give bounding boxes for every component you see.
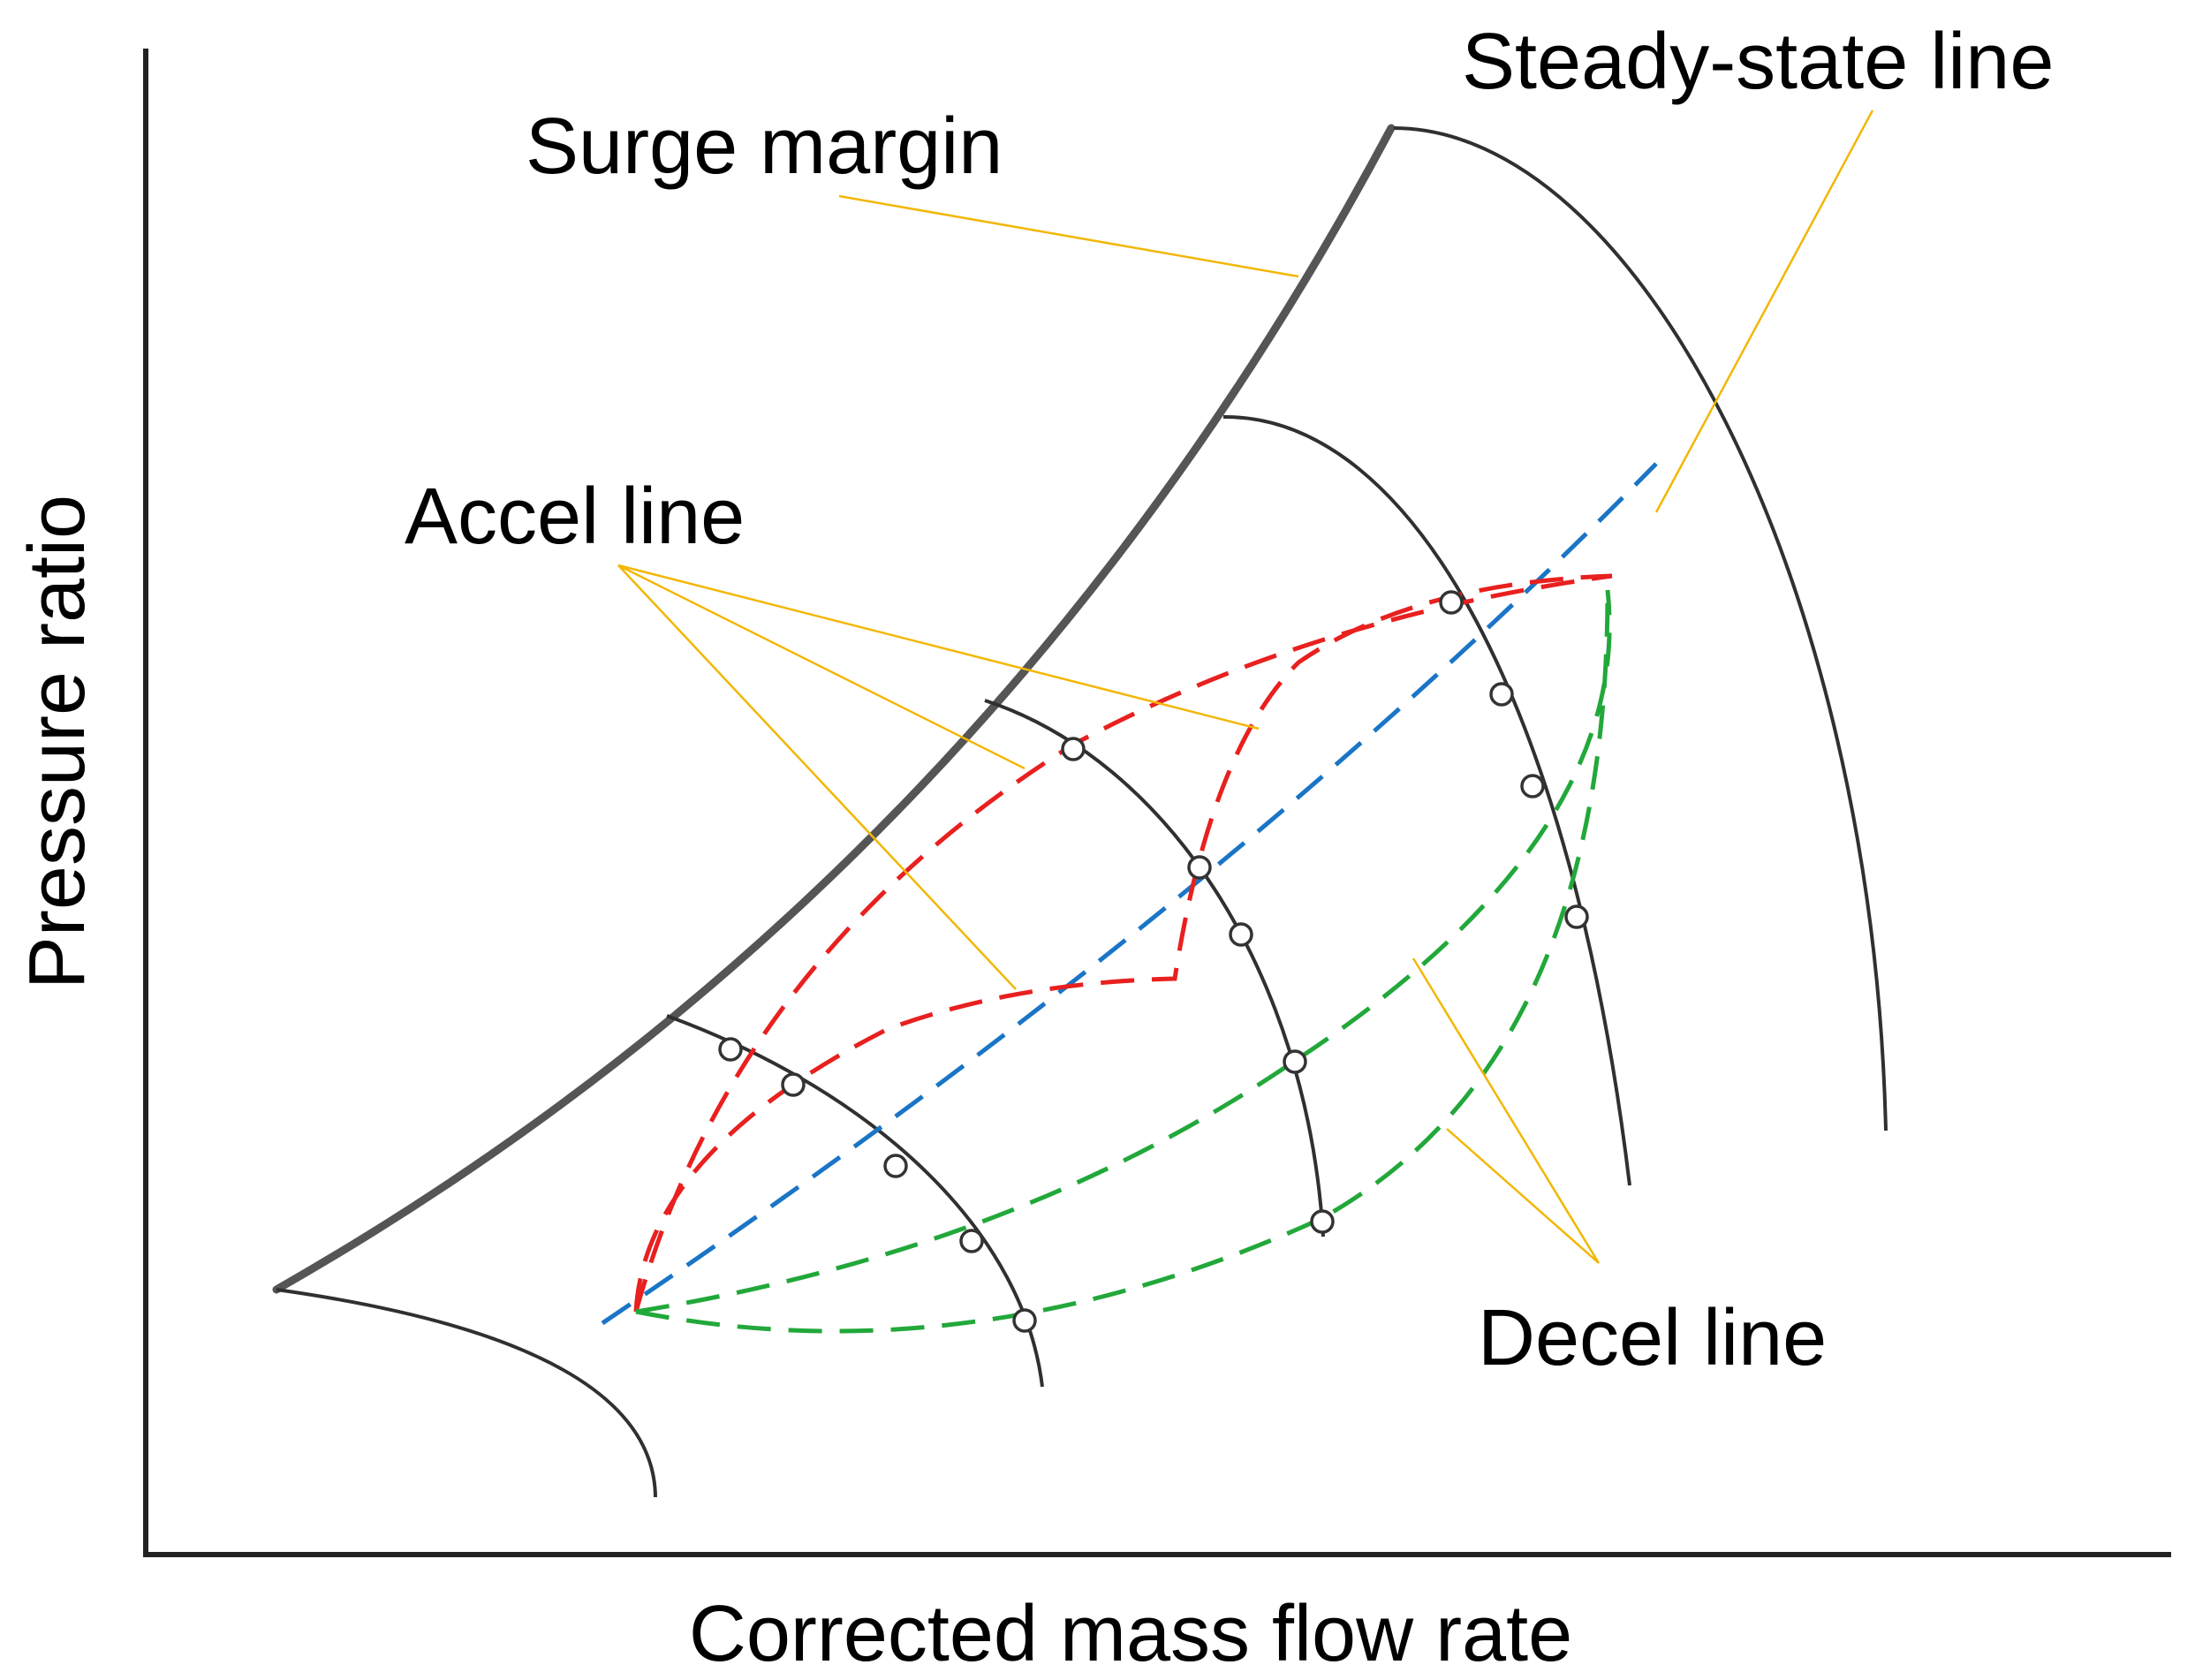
speed-line-4: [1393, 126, 1888, 1131]
operating-point: [959, 1229, 984, 1253]
surge-line: [272, 124, 1396, 1294]
operating-point: [1229, 922, 1253, 947]
speed-line-2: [984, 699, 1325, 1237]
leader-lines: [617, 110, 1874, 1264]
x-axis-label: Corrected mass flow rate: [689, 1590, 1572, 1678]
operating-point: [1061, 737, 1086, 761]
steady-state-line: [601, 462, 1658, 1326]
decel-line-1: [635, 589, 1612, 1314]
operating-point: [1012, 1308, 1037, 1333]
low-speed-boundary: [276, 1288, 657, 1498]
accel-line-label: Accel line: [405, 473, 745, 561]
decel-line-label: Decel line: [1478, 1294, 1827, 1382]
speed-line-3: [1222, 414, 1631, 1186]
operating-points: [718, 590, 1589, 1333]
leader-decel-1: [1412, 957, 1601, 1264]
operating-point: [1310, 1209, 1335, 1234]
leader-decel-2: [1446, 1128, 1600, 1264]
leader-accel-1: [617, 564, 1260, 730]
operating-point: [1439, 590, 1464, 615]
steady-state-line-label: Steady-state line: [1462, 18, 2054, 106]
decel-line-2: [635, 589, 1610, 1334]
operating-point: [718, 1037, 743, 1062]
operating-point: [883, 1154, 908, 1178]
leader-accel-2: [617, 564, 1026, 770]
leader-surge-margin: [838, 194, 1299, 278]
accel-line-1: [633, 573, 1613, 1313]
operating-point: [1564, 904, 1589, 929]
y-axis-label: Pressure ratio: [13, 495, 102, 989]
accel-line-2: [633, 573, 1613, 1313]
operating-point: [1489, 682, 1514, 707]
leader-steady-state: [1654, 110, 1874, 513]
leader-accel-3: [617, 564, 1017, 990]
operating-point: [1187, 855, 1212, 880]
operating-point: [1520, 774, 1545, 798]
operating-point: [781, 1072, 806, 1097]
operating-point: [1283, 1049, 1307, 1074]
surge-margin-label: Surge margin: [526, 102, 1003, 191]
